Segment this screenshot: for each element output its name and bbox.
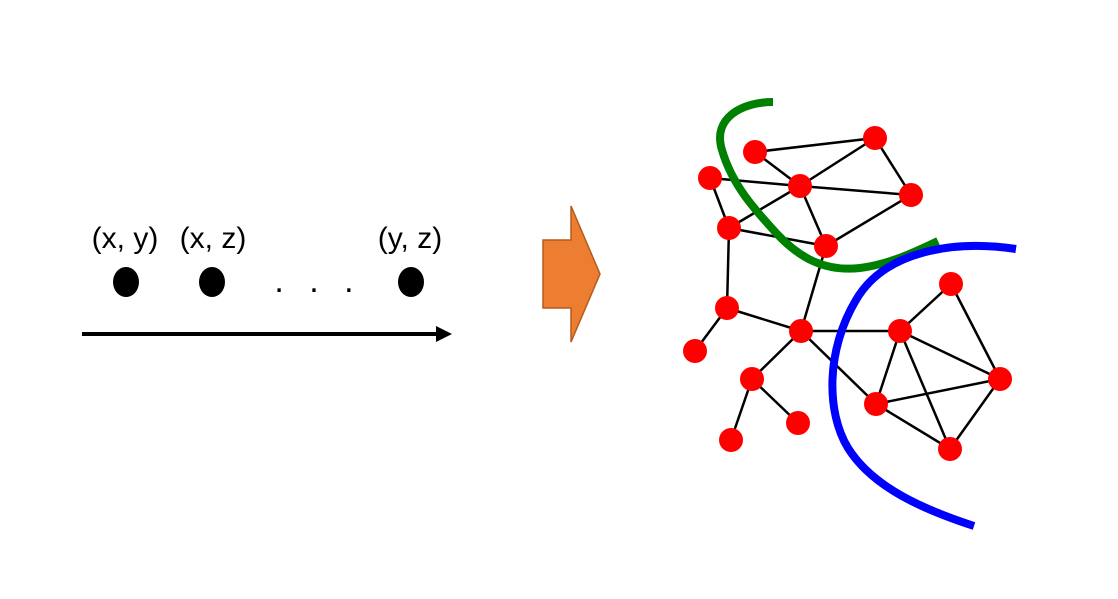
graph-edge [875,377,1001,406]
graph-node [864,392,888,416]
graph-edge [725,227,731,309]
graph-node [719,428,743,452]
partition-boundary-blue [828,242,1017,530]
graph-node [988,367,1012,391]
graph-node [698,166,722,190]
graph-edge [709,176,801,188]
graph-nodes [683,126,1012,461]
stream-ellipsis: . . . [274,262,361,300]
graph-node [938,437,962,461]
graph-node [715,296,739,320]
graph-edge [728,184,801,230]
graph-node [814,234,838,258]
edge-label-yz: (y, z) [378,222,442,255]
graph-node [863,126,887,150]
graph-edges [693,136,1002,451]
graph-edge [799,245,828,332]
graph-node [939,272,963,296]
graph-edge [800,330,877,405]
transition-arrow-icon [542,205,601,343]
stream-dot-1 [113,267,139,297]
graph-edge [899,329,1001,381]
graph-node [743,140,767,164]
graph-edge [948,378,1002,450]
graph-edge [799,184,912,197]
stream-dot-2 [199,267,225,297]
graph-edge [825,193,912,248]
graph-node [788,174,812,198]
graph-edge [949,283,1002,380]
graph-edge [898,330,952,450]
partition-boundary-green [716,98,940,273]
time-axis-arrowhead [436,326,452,342]
edge-label-xy: (x, y) [92,222,159,255]
graph-node [683,339,707,363]
graph-node [717,216,741,240]
graph-node [789,319,813,343]
graph-edge [874,330,902,405]
edge-label-xz: (x, z) [180,222,247,255]
graph-node [786,411,810,435]
edge-stream: (x, y) (x, z) (y, z) . . . [82,222,452,342]
graph-node [888,319,912,343]
graph-node [899,183,923,207]
graph-edge [754,136,876,154]
graph-edge [726,306,802,333]
graph-edge [875,402,951,451]
graph-node [740,367,764,391]
graph-edge [799,136,876,188]
stream-dot-3 [398,267,424,297]
